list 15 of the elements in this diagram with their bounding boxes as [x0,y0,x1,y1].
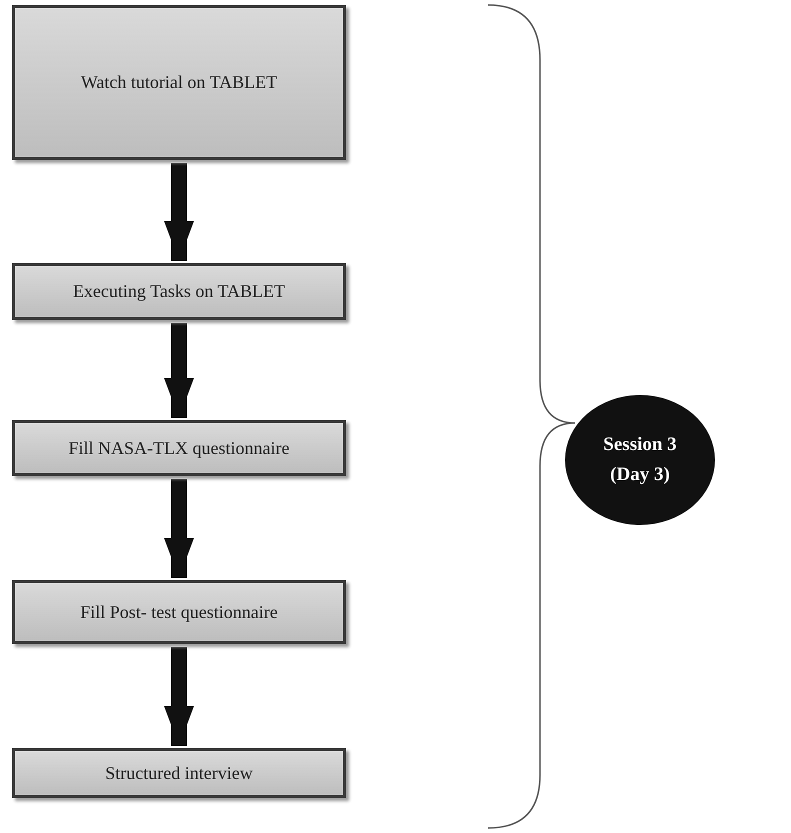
node-label: Watch tutorial on TABLET [80,71,278,94]
node-label: Structured interview [105,762,253,785]
node-label: Session 3 (Day 3) [602,432,678,487]
process-box [12,580,346,644]
arrow [164,323,194,418]
process-box [12,748,346,798]
process-box [12,263,346,320]
process-box [12,420,346,476]
arrow [164,479,194,578]
arrow [164,163,194,261]
process-box [12,5,346,160]
arrow [164,647,194,746]
node-label: Fill Post- test questionnaire [80,600,278,624]
node-label: Fill NASA-TLX questionnaire [68,436,290,460]
node-label: Executing Tasks on TABLET [72,280,286,304]
